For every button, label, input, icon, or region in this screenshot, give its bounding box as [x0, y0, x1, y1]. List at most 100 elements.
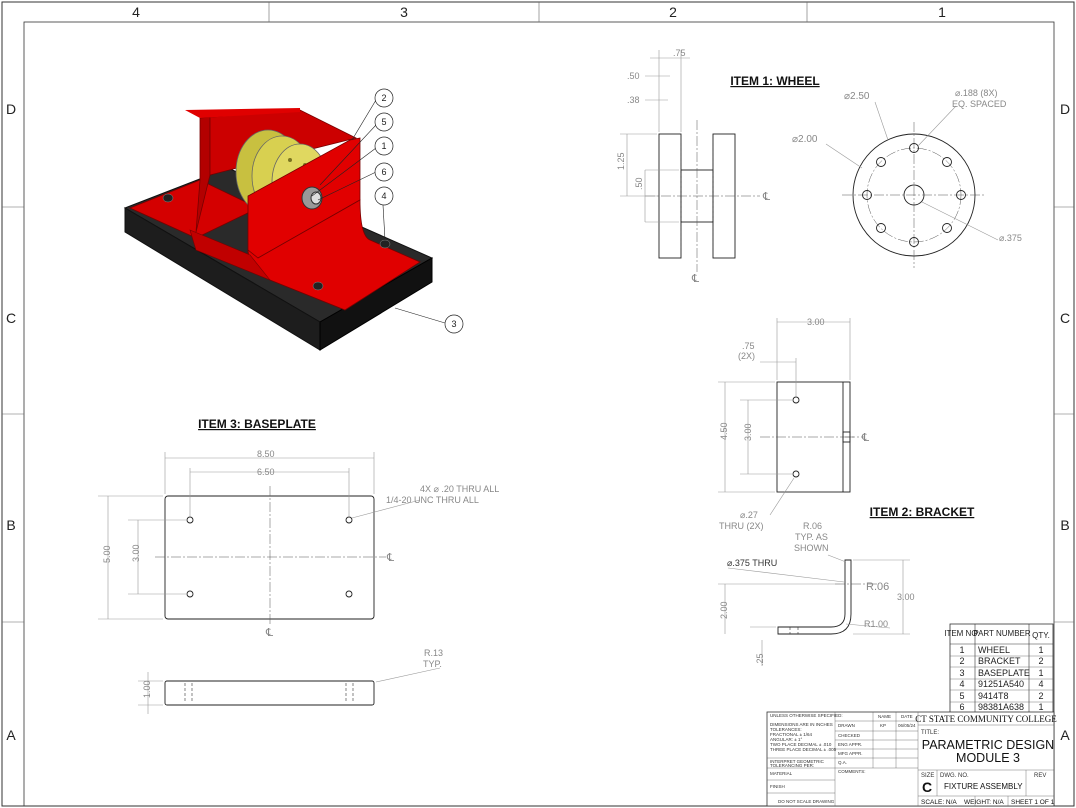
tb-noscale: DO NOT SCALE DRAWING [778, 799, 835, 804]
item2-thru-375: ⌀.375 THRU [727, 558, 777, 568]
item1-dia-188: ⌀.188 (8X) [955, 88, 997, 98]
tb-size-label: SIZE [921, 773, 934, 779]
tb-company: CT STATE COMMUNITY COLLEGE [915, 714, 1057, 724]
bom-cell-r3-c3: 1 [1038, 668, 1043, 678]
zone-col-3: 3 [400, 4, 408, 20]
balloon-label-6: 6 [381, 167, 386, 177]
item1-dia-200: ⌀2.00 [792, 134, 818, 145]
bom-cell-r2-c1: 2 [959, 656, 964, 666]
item2-cl-front: ℄ [861, 432, 869, 444]
tb-unless: UNLESS OTHERWISE SPECIFIED: [770, 713, 843, 718]
tb-angular: ANGULAR: ± 1° [770, 737, 802, 742]
item1-wheel-view: ITEM 1: WHEEL ℄ ℄ .75 .50 .38 1.25 .50 [616, 48, 1022, 285]
item1-cl-h: ℄ [762, 191, 770, 203]
tb-scale: SCALE: N/A [921, 799, 957, 806]
bom-cell-r3-c1: 3 [959, 668, 964, 678]
item1-dia-375: ⌀.375 [999, 233, 1022, 243]
item3-title: ITEM 3: BASEPLATE [198, 417, 316, 431]
item3-r13: R.13 [424, 648, 443, 658]
item2-dim-450: 4.50 [719, 422, 729, 440]
bom-cell-r3-c2: BASEPLATE [978, 668, 1030, 678]
balloon-label-3: 3 [451, 319, 456, 329]
bom-cell-r6-c3: 1 [1038, 702, 1043, 712]
balloon-1 [374, 136, 394, 156]
zone-row-b-right: B [1060, 517, 1069, 533]
zone-col-1: 1 [938, 4, 946, 20]
tb-two-place: TWO PLACE DECIMAL ± .010 [770, 742, 832, 747]
tb-checked: CHECKED [838, 733, 861, 738]
item2-dim-075: .75 [742, 341, 755, 351]
item3-hole-note-b: 1/4-20 UNC THRU ALL [386, 495, 479, 505]
tb-comments: COMMENTS: [838, 769, 866, 774]
item1-dim-125: 1.25 [616, 152, 626, 170]
item2-dim-300: 3.00 [807, 317, 825, 327]
bom-header-qty: QTY. [1032, 631, 1050, 640]
item2-dim-300-side: 3.00 [897, 592, 915, 602]
zone-row-b-left: B [6, 517, 15, 533]
tb-interp2: TOLERANCING PER: [770, 763, 814, 768]
item1-dim-075: .75 [673, 48, 686, 58]
isometric-assembly-view: 2 5 1 6 4 3 [123, 88, 464, 351]
balloon-5 [374, 112, 394, 132]
balloon-3 [444, 314, 464, 334]
balloon-2 [374, 88, 394, 108]
zone-col-2: 2 [669, 4, 677, 20]
bom-cell-r6-c1: 6 [959, 702, 964, 712]
zone-row-d-left: D [6, 101, 16, 117]
zone-row-d-right: D [1060, 101, 1070, 117]
bom-cell-r4-c1: 4 [959, 679, 964, 689]
item2-shown: SHOWN [794, 543, 829, 553]
item2-typ-as: TYP. AS [795, 532, 828, 542]
item1-dia-250: ⌀2.50 [844, 91, 870, 102]
tb-fractional: FRACTIONAL ± 1/64 [770, 732, 813, 737]
tb-material: MATERIAL [770, 771, 793, 776]
zone-ticks [2, 2, 1074, 623]
title-block: UNLESS OTHERWISE SPECIFIED: DIMENSIONS A… [766, 711, 1057, 807]
tb-dwgno: FIXTURE ASSEMBLY [944, 782, 1023, 791]
bom-cell-r1-c1: 1 [959, 645, 964, 655]
tb-finish: FINISH [770, 784, 785, 789]
bom-cell-r2-c3: 2 [1038, 656, 1043, 666]
item2-r06: R.06 [803, 521, 822, 531]
item1-cl-v: ℄ [691, 273, 699, 285]
bom-cell-r1-c3: 1 [1038, 645, 1043, 655]
item2-title: ITEM 2: BRACKET [870, 505, 975, 519]
balloon-label-2: 2 [381, 93, 386, 103]
item1-title: ITEM 1: WHEEL [730, 74, 819, 88]
item2-dim-200: 2.00 [719, 601, 729, 619]
tb-eng-appr: ENG APPR. [838, 742, 862, 747]
bom-cell-r4-c2: 91251A540 [978, 679, 1024, 689]
bom-cell-r6-c2: 98381A638 [978, 702, 1024, 712]
item3-dim-500: 5.00 [102, 545, 112, 563]
item2-r100: R1.00 [864, 619, 888, 629]
item3-cl-v: ℄ [265, 627, 273, 639]
zone-labels: 4 3 2 1 D C B A D C B A [6, 4, 1070, 743]
tb-title-label: TITLE: [921, 730, 939, 736]
tb-three-place: THREE PLACE DECIMAL ± .005 [770, 747, 837, 752]
tb-title-line1: PARAMETRIC DESIGN [922, 738, 1054, 752]
bom-header-part: PART NUMBER [973, 629, 1031, 638]
balloon-label-5: 5 [381, 117, 386, 127]
item3-hole-note-a: 4X ⌀ .20 THRU ALL [420, 484, 499, 494]
item2-dim-025: .25 [755, 653, 765, 666]
tb-dwgno-label: DWG. NO. [940, 773, 969, 779]
inner-border [23, 21, 1055, 807]
item1-dim-050: .50 [627, 71, 640, 81]
item1-dim-038: .38 [627, 95, 640, 105]
tb-mfg-appr: MFG APPR. [838, 751, 863, 756]
tb-weight: WEIGHT: N/A [964, 799, 1004, 806]
bom-cell-r4-c3: 4 [1038, 679, 1043, 689]
item1-dim-050b: .50 [634, 177, 644, 190]
item2-dim-300-v: 3.00 [743, 423, 753, 441]
item3-cl-h: ℄ [386, 552, 394, 564]
bom-cell-r5-c3: 2 [1038, 691, 1043, 701]
item2-cl-side: R.06 [866, 581, 889, 593]
tb-drawn-date: 06/05/24 [898, 723, 916, 728]
tb-sheet: SHEET 1 OF 1 [1011, 799, 1055, 806]
zone-row-c-left: C [6, 310, 16, 326]
bom-cell-r5-c2: 9414T8 [978, 691, 1009, 701]
balloon-6 [374, 162, 394, 182]
